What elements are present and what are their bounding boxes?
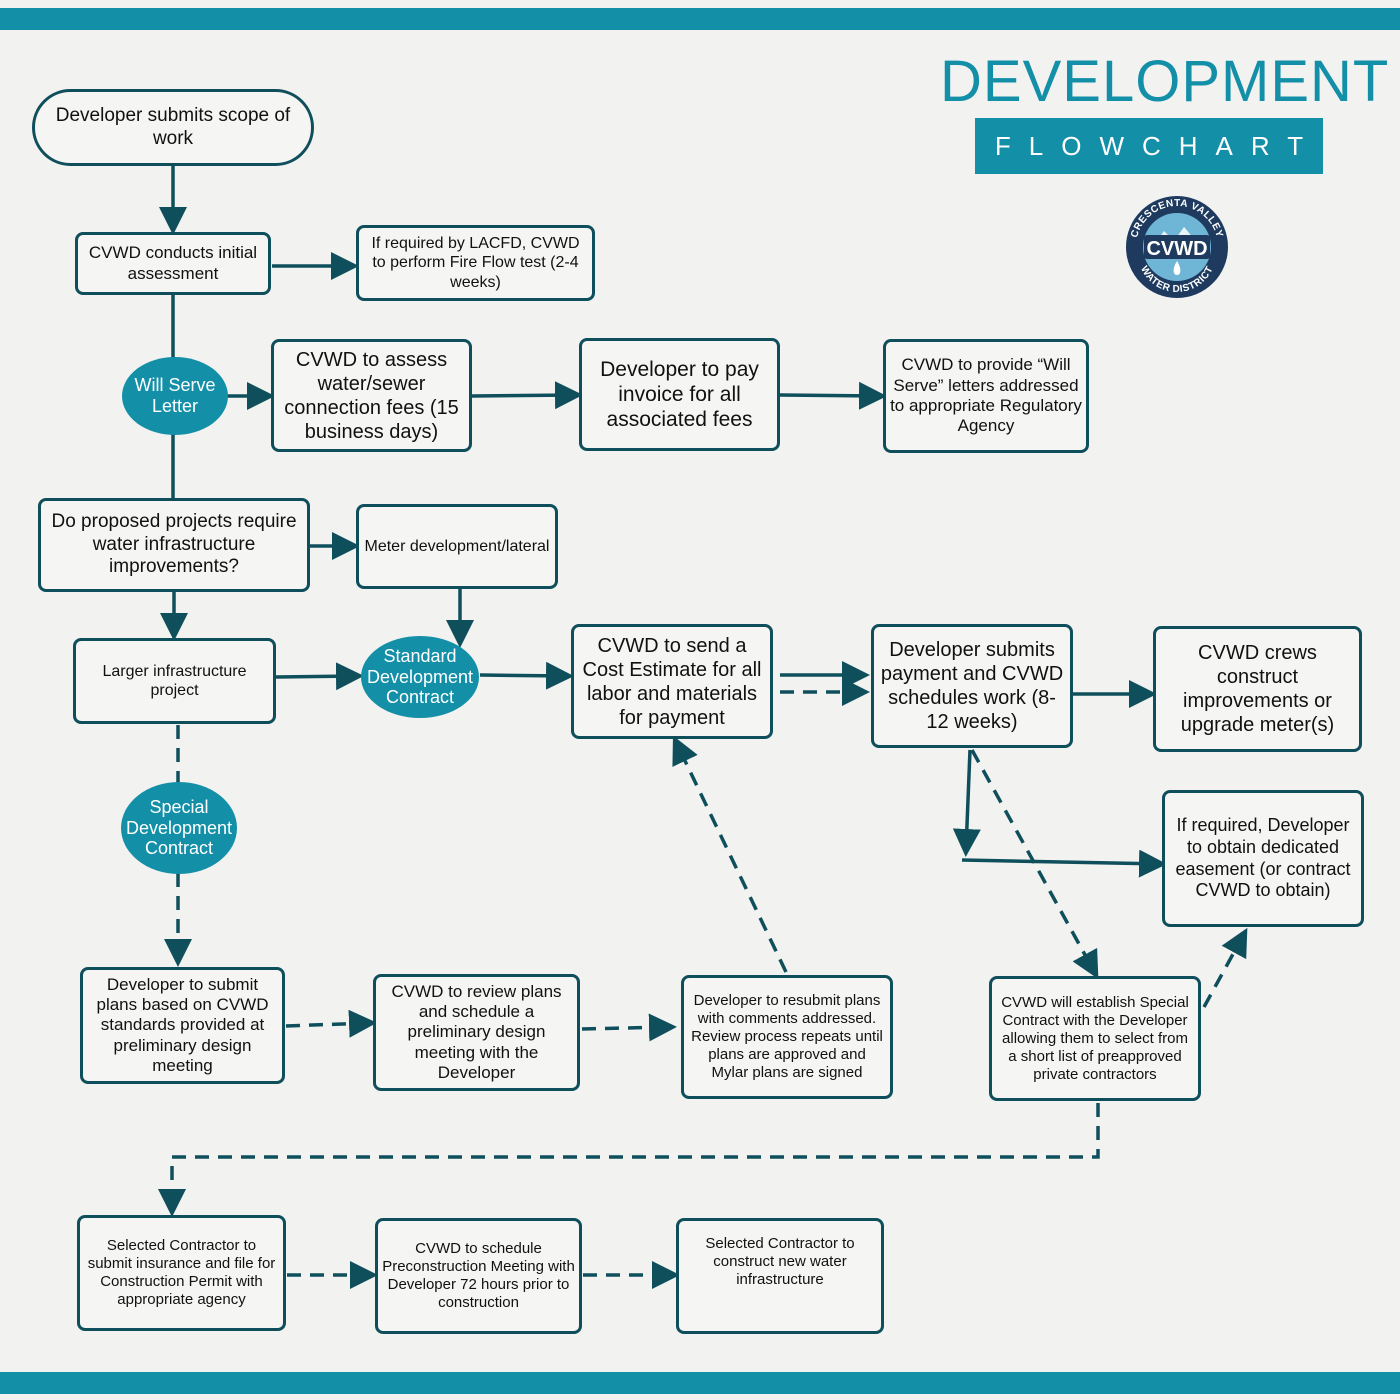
arrow-payment-to-special-establish <box>970 749 1099 980</box>
node-construct: Selected Contractor to construct new wat… <box>676 1218 884 1334</box>
node-insurance: Selected Contractor to submit insurance … <box>77 1215 286 1331</box>
arrow-special-establish-to-insurance <box>158 1103 1100 1217</box>
arrow-payment-down <box>952 749 981 857</box>
arrow-larger-to-standard <box>275 662 364 691</box>
page-title: DEVELOPMENT <box>940 49 1390 114</box>
arrow-invoice-to-letters <box>779 381 887 410</box>
node-assess-fees: CVWD to assess water/sewer connection fe… <box>271 339 472 452</box>
node-special-contract: Special Development Contract <box>121 782 237 874</box>
arrow-to-easement <box>961 849 1167 878</box>
arrow-standard-to-estimate <box>479 661 574 690</box>
node-meter: Meter development/lateral <box>356 504 558 589</box>
arrow-submitplans-to-review <box>285 1009 377 1038</box>
arrow-fees-to-invoice <box>471 381 583 410</box>
arrow-resubmit-to-estimate <box>672 735 788 973</box>
node-resubmit: Developer to resubmit plans with comment… <box>681 975 893 1099</box>
node-will-serve-letters: CVWD to provide “Will Serve” letters add… <box>883 339 1089 453</box>
node-review-plans: CVWD to review plans and schedule a prel… <box>373 974 580 1091</box>
node-cost-estimate: CVWD to send a Cost Estimate for all lab… <box>571 624 773 739</box>
node-pay-invoice: Developer to pay invoice for all associa… <box>579 338 780 451</box>
node-question: Do proposed projects require water infra… <box>38 498 310 592</box>
logo-center-text: CVWD <box>1146 238 1207 260</box>
node-fire-flow: If required by LACFD, CVWD to perform Fi… <box>356 225 595 301</box>
node-submit-payment: Developer submits payment and CVWD sched… <box>871 624 1073 748</box>
node-easement: If required, Developer to obtain dedicat… <box>1162 790 1364 927</box>
node-submit-plans: Developer to submit plans based on CVWD … <box>80 967 285 1084</box>
node-larger-project: Larger infrastructure project <box>73 638 276 724</box>
node-preconstruction: CVWD to schedule Preconstruction Meeting… <box>375 1218 582 1334</box>
cvwd-logo: CVWD CRESCENTA VALLEY WATER DISTRICT <box>1126 196 1228 298</box>
top-accent-bar <box>0 8 1400 30</box>
page-subtitle: FLOWCHART <box>975 118 1323 174</box>
node-will-serve-letter: Will Serve Letter <box>122 357 228 435</box>
node-standard-contract: Standard Development Contract <box>361 636 479 718</box>
node-assessment: CVWD conducts initial assessment <box>75 232 271 295</box>
node-start: Developer submits scope of work <box>32 89 314 166</box>
arrow-review-to-resubmit <box>581 1013 677 1042</box>
node-special-establish: CVWD will establish Special Contract wit… <box>989 976 1201 1101</box>
arrow-special-establish-to-easement <box>1202 927 1248 1008</box>
node-crews: CVWD crews construct improvements or upg… <box>1153 626 1362 752</box>
bottom-accent-bar <box>0 1372 1400 1394</box>
